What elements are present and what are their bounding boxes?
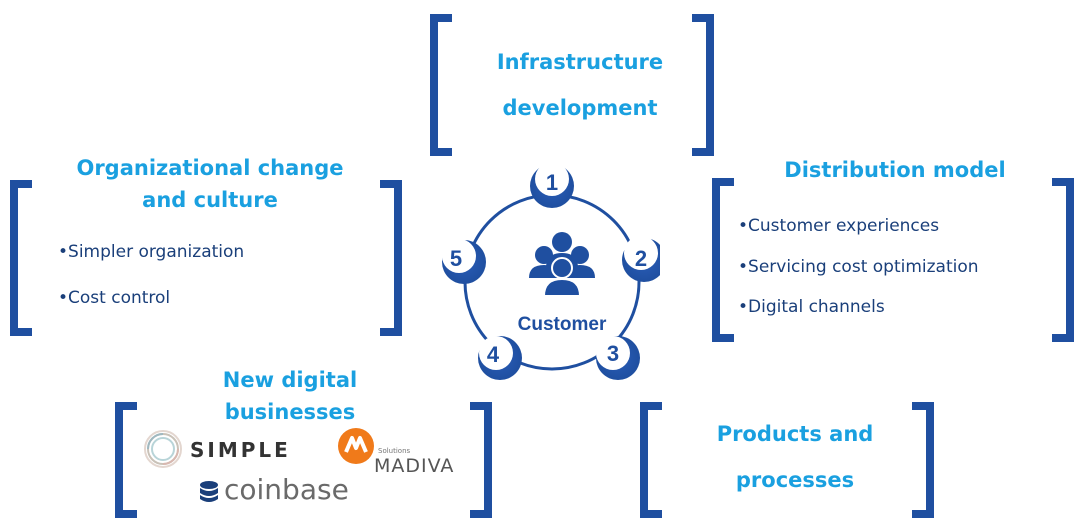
distribution-bullet-3: •Digital channels: [738, 297, 885, 317]
customer-label: Customer: [518, 314, 607, 335]
node-3-number: 3: [607, 341, 619, 366]
infrastructure-bracket-left: [430, 14, 452, 156]
distribution-bullet-2: •Servicing cost optimization: [738, 257, 979, 277]
infrastructure-title-line2: development: [502, 96, 658, 120]
node-5: 5: [442, 239, 486, 284]
digital-title-line1: New digital: [222, 368, 358, 392]
products-title-line1: Products and: [716, 422, 874, 446]
distribution-bracket-right: [1052, 178, 1074, 342]
madiva-logo-icon: [338, 428, 374, 464]
node-4: 4: [478, 336, 522, 380]
products-title-line2: processes: [735, 468, 855, 492]
node-3: 3: [596, 336, 640, 380]
node-5-number: 5: [450, 246, 462, 271]
organizational-bracket-left: [10, 180, 32, 336]
simple-logo-icon: [144, 430, 182, 468]
madiva-logo-small-text: Solutions: [378, 447, 411, 455]
digital-title-line2: businesses: [224, 400, 356, 424]
madiva-logo-text: MADIVA: [374, 455, 455, 477]
organizational-title-line1: Organizational change: [76, 156, 344, 180]
digital-bracket-left: [115, 402, 137, 518]
distribution-bullet-1: •Customer experiences: [738, 216, 940, 236]
node-1: 1: [530, 162, 574, 208]
node-1-number: 1: [546, 170, 558, 195]
node-4-number: 4: [487, 342, 500, 367]
digital-bracket-right: [470, 402, 492, 518]
organizational-bracket-right: [380, 180, 402, 336]
coinbase-logo-text: coinbase: [224, 473, 349, 506]
people-group-icon: [529, 232, 595, 297]
node-2-number: 2: [635, 246, 647, 271]
infrastructure-title-line1: Infrastructure: [496, 50, 664, 74]
organizational-bullet-1: •Simpler organization: [58, 242, 245, 262]
database-icon: [200, 481, 218, 502]
organizational-bullet-2: •Cost control: [58, 288, 171, 308]
organizational-title-line2: and culture: [142, 188, 278, 212]
infrastructure-bracket-right: [692, 14, 714, 156]
customer-wheel: 1 2 3 4 5 Customer: [442, 162, 660, 380]
products-bracket-left: [640, 402, 662, 518]
distribution-title: Distribution model: [784, 158, 1006, 182]
simple-logo-text: SIMPLE: [190, 438, 291, 462]
distribution-bracket-left: [712, 178, 734, 342]
node-2: 2: [622, 236, 660, 282]
